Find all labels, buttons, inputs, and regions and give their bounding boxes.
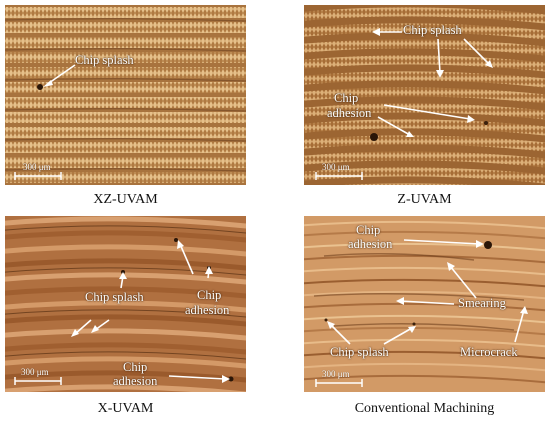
micrograph-z-uvam: Chip splash Chip adhesion 300 μm xyxy=(304,5,545,185)
scale-bar-label: 300 μm xyxy=(322,162,350,172)
annotation-label: Chip splash xyxy=(330,345,389,359)
annotation-arrow xyxy=(48,64,76,84)
micrograph-z-uvam-image xyxy=(304,5,545,185)
annotation-label: Microcrack xyxy=(460,345,518,359)
caption-z-uvam: Z-UVAM xyxy=(397,192,452,207)
annotation-label: Chip xyxy=(334,91,359,105)
caption-conventional-machining: Conventional Machining xyxy=(354,401,495,416)
annotation-label: Chip splash xyxy=(75,53,134,67)
micrograph-xz-uvam: Chip splash 300 μm xyxy=(5,5,246,185)
annotation-label: Chip splash xyxy=(403,23,462,37)
annotation-label: Chip xyxy=(123,360,148,374)
micrograph-x-uvam-image xyxy=(5,216,246,392)
chip-adhesion-spot xyxy=(370,133,378,141)
caption-xz-uvam: XZ-UVAM xyxy=(93,192,158,207)
annotation-label: Chip splash xyxy=(85,290,144,304)
chip-adhesion-spot xyxy=(484,241,492,249)
annotation-label: adhesion xyxy=(348,237,393,251)
annotation-label: adhesion xyxy=(113,374,158,388)
annotation-label: Chip xyxy=(197,288,222,302)
annotation-label: adhesion xyxy=(185,303,230,317)
caption-x-uvam: X-UVAM xyxy=(97,401,154,416)
chip-splash-spot xyxy=(37,84,43,90)
annotation-label: Chip xyxy=(356,223,381,237)
micrograph-conventional-machining: Chip adhesion Smearing Chip splash Micro… xyxy=(304,216,545,392)
annotation-label: adhesion xyxy=(327,106,372,120)
micrograph-x-uvam: Chip adhesion Chip splash Chip adhesion … xyxy=(5,216,246,392)
annotation-label: Smearing xyxy=(458,296,506,310)
scale-bar-label: 300 μm xyxy=(23,162,51,172)
scale-bar-label: 300 μm xyxy=(322,369,350,379)
scale-bar-label: 300 μm xyxy=(21,367,49,377)
micrograph-xz-uvam-image xyxy=(5,5,246,185)
micrograph-conventional-image xyxy=(304,216,545,392)
